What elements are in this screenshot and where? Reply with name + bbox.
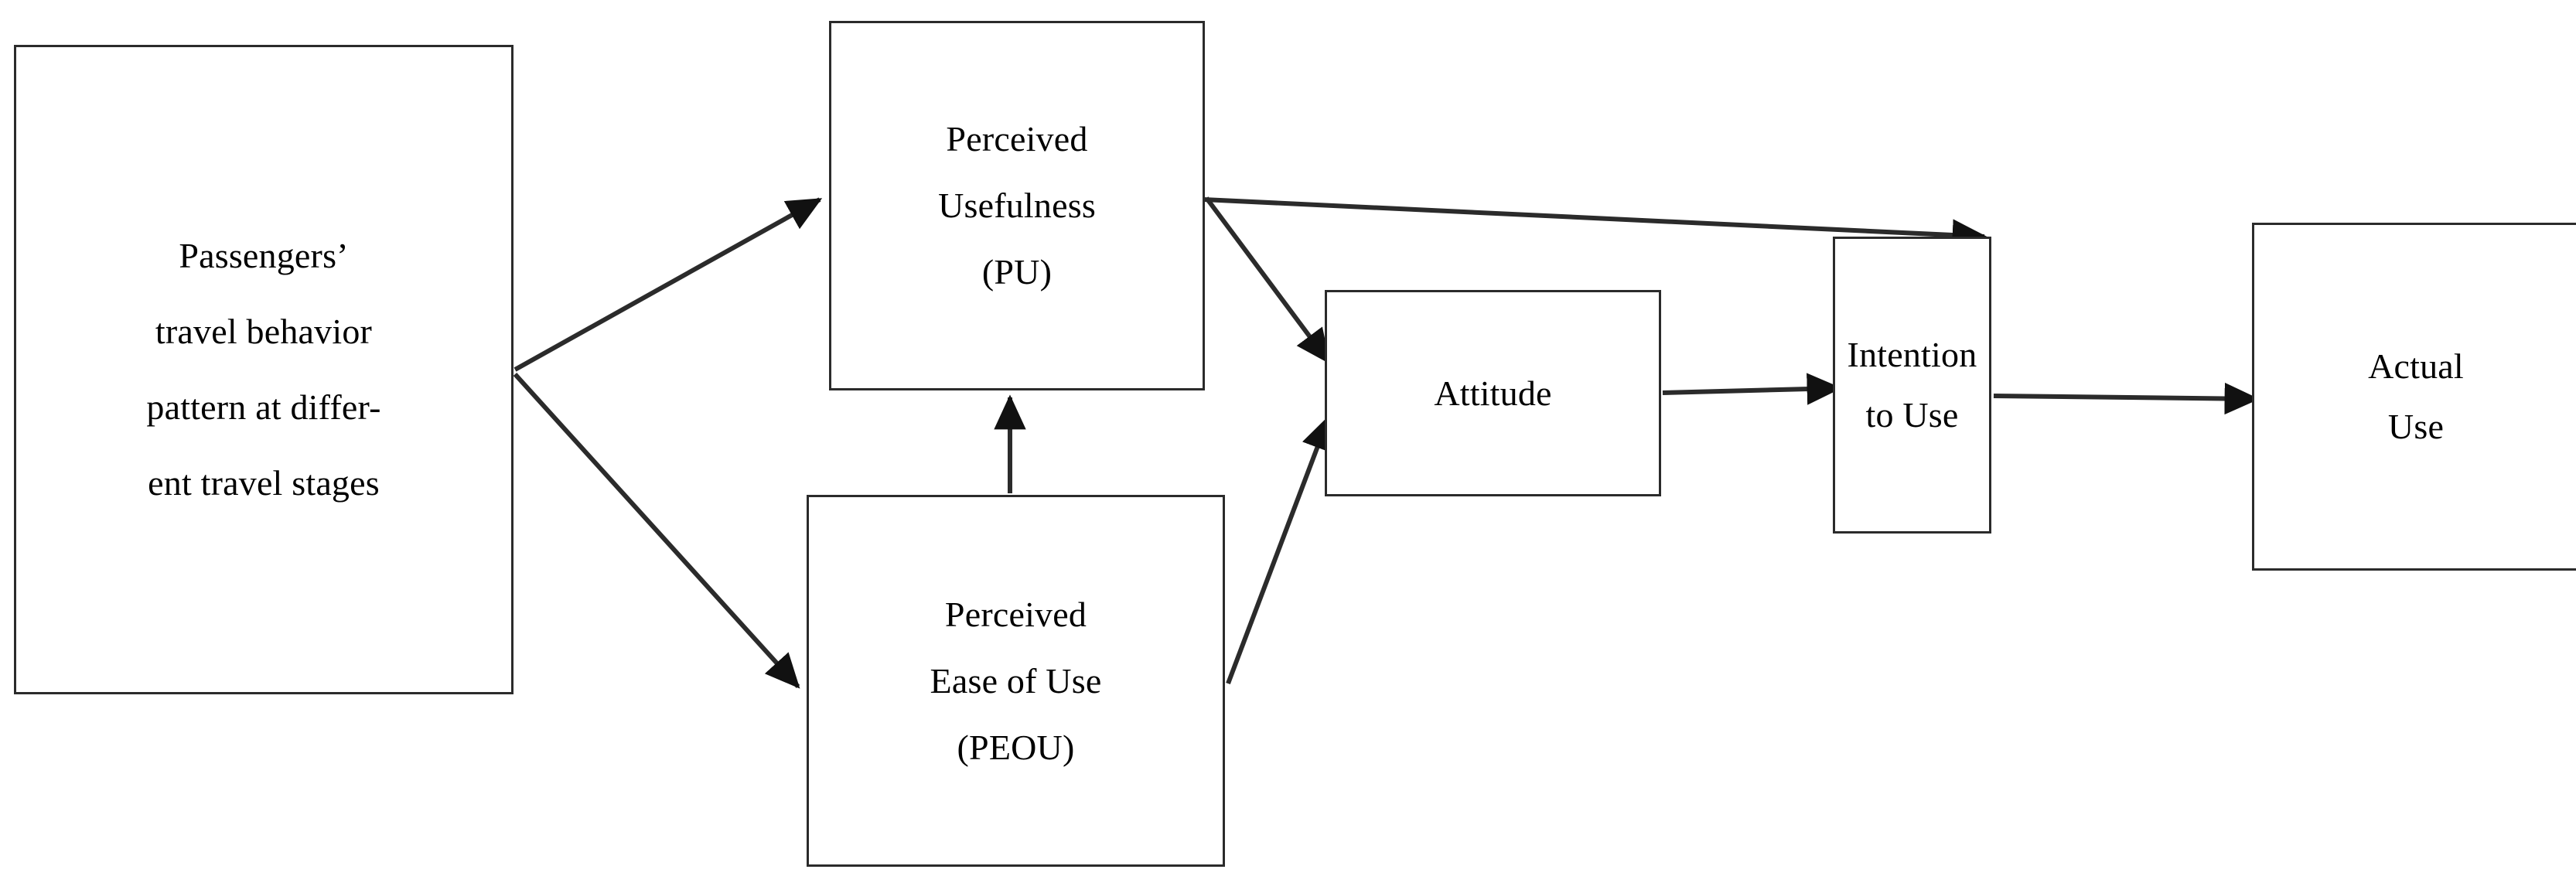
node-intention-to-use[interactable]: Intention to Use: [1833, 237, 1991, 534]
node-passengers-line-3: pattern at differ-: [146, 387, 381, 427]
node-pu-line-1: Perceived: [946, 119, 1088, 159]
node-intention-line-1: Intention: [1847, 335, 1977, 374]
node-actual-use-line-1: Actual: [2368, 346, 2464, 386]
node-actual-use[interactable]: Actual Use: [2252, 223, 2576, 571]
node-attitude-label: Attitude: [1434, 373, 1552, 413]
node-pu-line-2: Usefulness: [938, 186, 1096, 225]
node-passengers-line-4: ent travel stages: [148, 463, 380, 503]
node-peou-line-1: Perceived: [944, 594, 1087, 634]
edge-peou-to-attitude: [1226, 414, 1332, 685]
node-perceived-usefulness[interactable]: Perceived Usefulness (PU): [829, 21, 1205, 390]
node-perceived-ease-of-use[interactable]: Perceived Ease of Use (PEOU): [807, 495, 1225, 867]
edge-attitude-to-intention: [1662, 373, 1842, 405]
node-passengers-line-1: Passengers’: [179, 236, 349, 275]
edge-passengers-to-pu: [513, 197, 823, 372]
edge-passengers-to-peou: [513, 372, 800, 689]
node-passengers-travel-behavior[interactable]: Passengers’ travel behavior pattern at d…: [14, 45, 513, 694]
node-attitude[interactable]: Attitude: [1325, 290, 1661, 496]
node-peou-abbreviation: (PEOU): [957, 727, 1075, 767]
node-pu-abbreviation: (PU): [981, 252, 1053, 291]
node-passengers-line-2: travel behavior: [155, 312, 373, 351]
node-intention-line-2: to Use: [1865, 395, 1959, 435]
edge-pu-to-intention: [1203, 197, 1987, 251]
node-peou-line-2: Ease of Use: [930, 660, 1102, 701]
edge-intention-to-actual: [1993, 382, 2260, 415]
node-actual-use-line-2: Use: [2387, 407, 2445, 446]
edge-pu-to-attitude: [1204, 196, 1331, 364]
